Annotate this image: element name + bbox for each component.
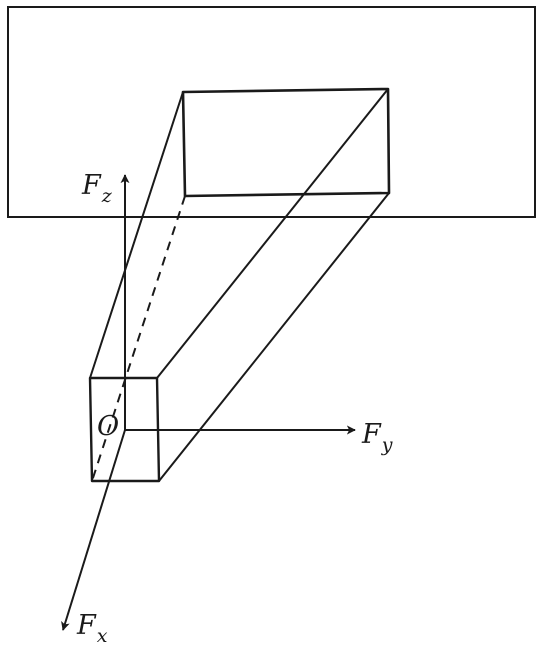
fy-label: Fy bbox=[361, 419, 393, 456]
beam-edge-top-left bbox=[89, 91, 184, 379]
fx-label: Fx bbox=[76, 610, 108, 646]
beam-edge-bottom-right bbox=[158, 192, 390, 482]
fx-axis-arrow bbox=[61, 429, 126, 631]
origin-label: O bbox=[97, 411, 119, 442]
beam-back-face bbox=[181, 87, 391, 198]
beam-edge-top-right bbox=[156, 88, 389, 379]
beam-front-face bbox=[88, 376, 161, 483]
beam-edge-hidden bbox=[91, 195, 186, 482]
wall-support bbox=[7, 6, 536, 218]
fz-label: Fz bbox=[81, 170, 113, 207]
